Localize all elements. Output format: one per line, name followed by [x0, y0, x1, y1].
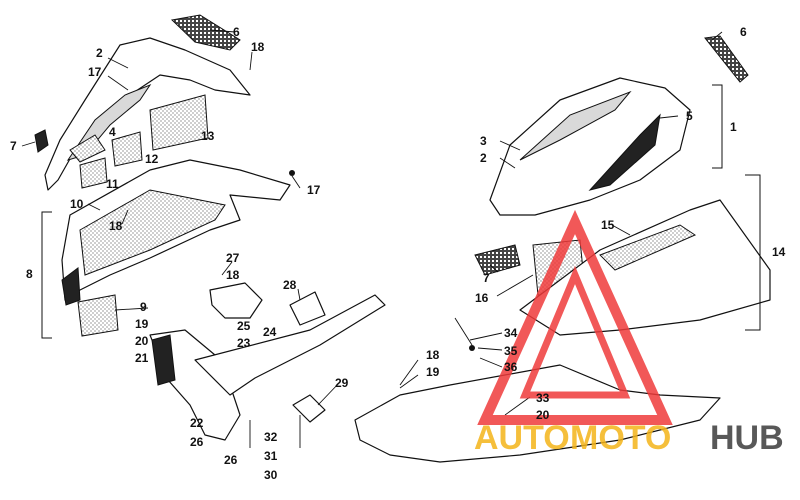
callout-33: 33 — [536, 391, 550, 405]
callout-9: 9 — [140, 300, 147, 314]
callout-16: 16 — [475, 291, 489, 305]
leader-lines — [21, 29, 723, 416]
callout-18b: 18 — [109, 219, 123, 233]
decal-13 — [149, 94, 209, 151]
side-panel-decal — [599, 224, 697, 271]
callout-25: 25 — [237, 319, 251, 333]
decal-11 — [79, 157, 108, 189]
watermark: AUTO MOTO HUB — [474, 209, 784, 457]
callout-6: 6 — [233, 25, 240, 39]
callout-21: 21 — [135, 351, 149, 365]
nut-35 — [469, 345, 475, 351]
bracket-28 — [289, 291, 326, 326]
callout-22: 22 — [190, 416, 204, 430]
callout-7b: 7 — [483, 271, 490, 285]
callout-26b: 26 — [224, 453, 238, 467]
bracket-group-14 — [745, 174, 761, 331]
callout-5: 5 — [686, 109, 693, 123]
callout-14: 14 — [772, 245, 786, 259]
callout-6b: 6 — [740, 25, 747, 39]
callout-24: 24 — [263, 325, 277, 339]
callout-15: 15 — [601, 218, 615, 232]
callout-12: 12 — [145, 152, 159, 166]
watermark-text-2: MOTO — [570, 419, 671, 457]
right-hood-assembly — [354, 35, 771, 463]
callout-23: 23 — [237, 336, 251, 350]
belly-pan — [354, 364, 721, 463]
callout-labels: 6 2 18 17 7 4 13 12 11 17 10 18 8 9 27 1… — [10, 25, 786, 482]
callout-1: 1 — [730, 120, 737, 134]
skid-plate — [194, 294, 386, 396]
hood-upper-trim — [519, 90, 632, 161]
callout-17b: 17 — [307, 183, 321, 197]
grille-7 — [474, 244, 521, 276]
vent-grille — [170, 14, 241, 51]
callout-29: 29 — [335, 376, 349, 390]
callout-13: 13 — [201, 129, 215, 143]
decal-12 — [111, 131, 143, 167]
callout-26a: 26 — [190, 435, 204, 449]
callout-17: 17 — [88, 65, 102, 79]
callout-19b: 19 — [426, 365, 440, 379]
bracket-29 — [292, 394, 326, 423]
bracket-group-1 — [712, 84, 723, 169]
callout-32: 32 — [264, 430, 278, 444]
decal-9 — [77, 294, 119, 337]
callout-35: 35 — [504, 344, 518, 358]
decal-4 — [69, 134, 106, 163]
lower-side-panel-vent — [151, 334, 176, 386]
callout-7: 7 — [10, 139, 17, 153]
callout-4: 4 — [109, 125, 116, 139]
left-hood-assembly — [34, 14, 386, 448]
callout-31: 31 — [264, 449, 278, 463]
nose-pan-tip — [61, 267, 81, 306]
callout-30: 30 — [264, 468, 278, 482]
callout-36: 36 — [504, 360, 518, 374]
callout-28: 28 — [283, 278, 297, 292]
bracket-27 — [209, 282, 263, 319]
callout-18d: 18 — [426, 348, 440, 362]
callout-3: 3 — [480, 134, 487, 148]
callout-11: 11 — [106, 177, 119, 191]
watermark-text-3: HUB — [710, 419, 784, 457]
hood-panel-main — [489, 77, 691, 216]
callout-34: 34 — [504, 326, 518, 340]
callout-19: 19 — [135, 317, 149, 331]
nose-pan-inner — [79, 189, 226, 276]
watermark-triangle — [477, 209, 673, 425]
headlight-clip — [34, 129, 49, 153]
hood-stripe — [588, 113, 661, 191]
bolt-34 — [454, 317, 473, 346]
callout-10: 10 — [70, 197, 84, 211]
callout-20b: 20 — [536, 408, 550, 422]
fastener-17 — [289, 170, 295, 176]
vent-grille-right — [704, 35, 749, 83]
callout-8: 8 — [26, 267, 33, 281]
callout-27: 27 — [226, 251, 240, 265]
callout-2: 2 — [96, 46, 103, 60]
callout-18: 18 — [251, 40, 265, 54]
callout-18c: 18 — [226, 268, 240, 282]
callout-2b: 2 — [480, 151, 487, 165]
watermark-text-1: AUTO — [474, 419, 570, 457]
bracket-group-8 — [41, 211, 52, 339]
callout-20: 20 — [135, 334, 149, 348]
